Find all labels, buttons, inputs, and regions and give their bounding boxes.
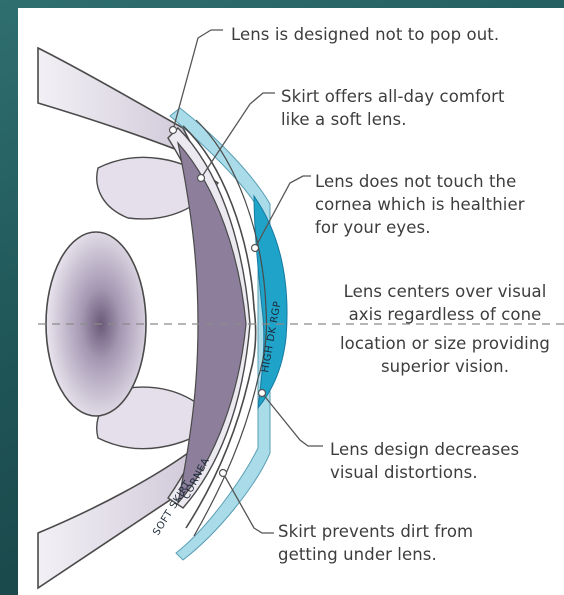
callout-line: location or size providing <box>311 332 564 355</box>
callout-line: getting under lens. <box>278 543 564 566</box>
callout-line: Lens centers over visual <box>311 280 564 303</box>
callout-line: for your eyes. <box>315 216 564 239</box>
callout-pop-out: Lens is designed not to pop out. <box>231 23 564 46</box>
callout-line: Lens design decreases <box>330 438 564 461</box>
callout-line: Skirt offers all-day comfort <box>281 85 564 108</box>
callout-line: cornea which is healthier <box>315 193 564 216</box>
callout-no-touch: Lens does not touch the cornea which is … <box>315 170 564 239</box>
callout-skirt-comfort: Skirt offers all-day comfort like a soft… <box>281 85 564 131</box>
callout-centers: Lens centers over visual axis regardless… <box>311 280 564 378</box>
callout-distortions: Lens design decreases visual distortions… <box>330 438 564 484</box>
lower-eyelid <box>38 453 203 588</box>
callout-line: axis regardless of cone <box>311 303 564 326</box>
callout-dirt: Skirt prevents dirt from getting under l… <box>278 520 564 566</box>
callout-line: visual distortions. <box>330 461 564 484</box>
callout-line: like a soft lens. <box>281 108 564 131</box>
callout-line: Lens is designed not to pop out. <box>231 23 564 46</box>
callout-line: superior vision. <box>311 355 564 378</box>
callout-line: Skirt prevents dirt from <box>278 520 564 543</box>
callout-line: Lens does not touch the <box>315 170 564 193</box>
diagram-sheet: HIGH DK RGP CORNEA SOFT SKIRT Lens is de… <box>18 8 564 595</box>
